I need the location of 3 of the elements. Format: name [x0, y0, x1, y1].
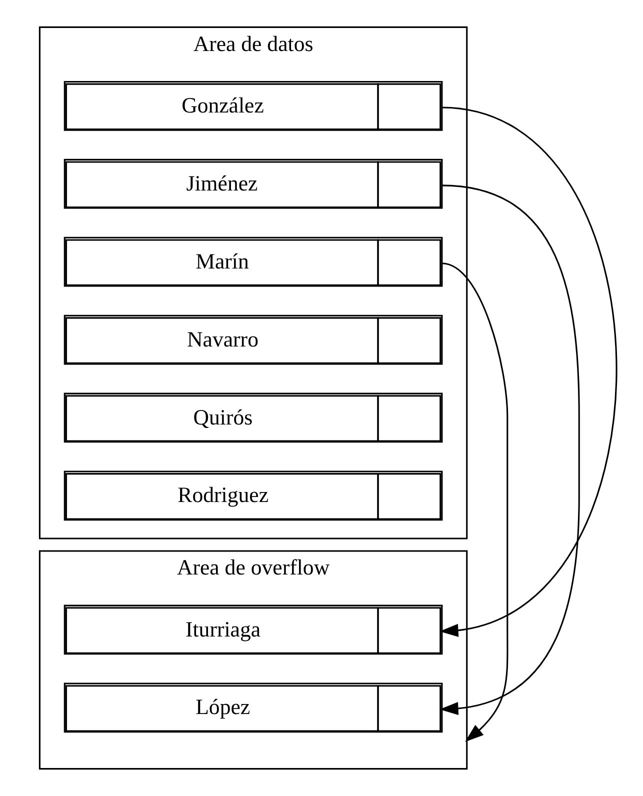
arrow	[439, 106, 616, 637]
arrow	[439, 184, 580, 716]
arrow	[441, 262, 508, 742]
